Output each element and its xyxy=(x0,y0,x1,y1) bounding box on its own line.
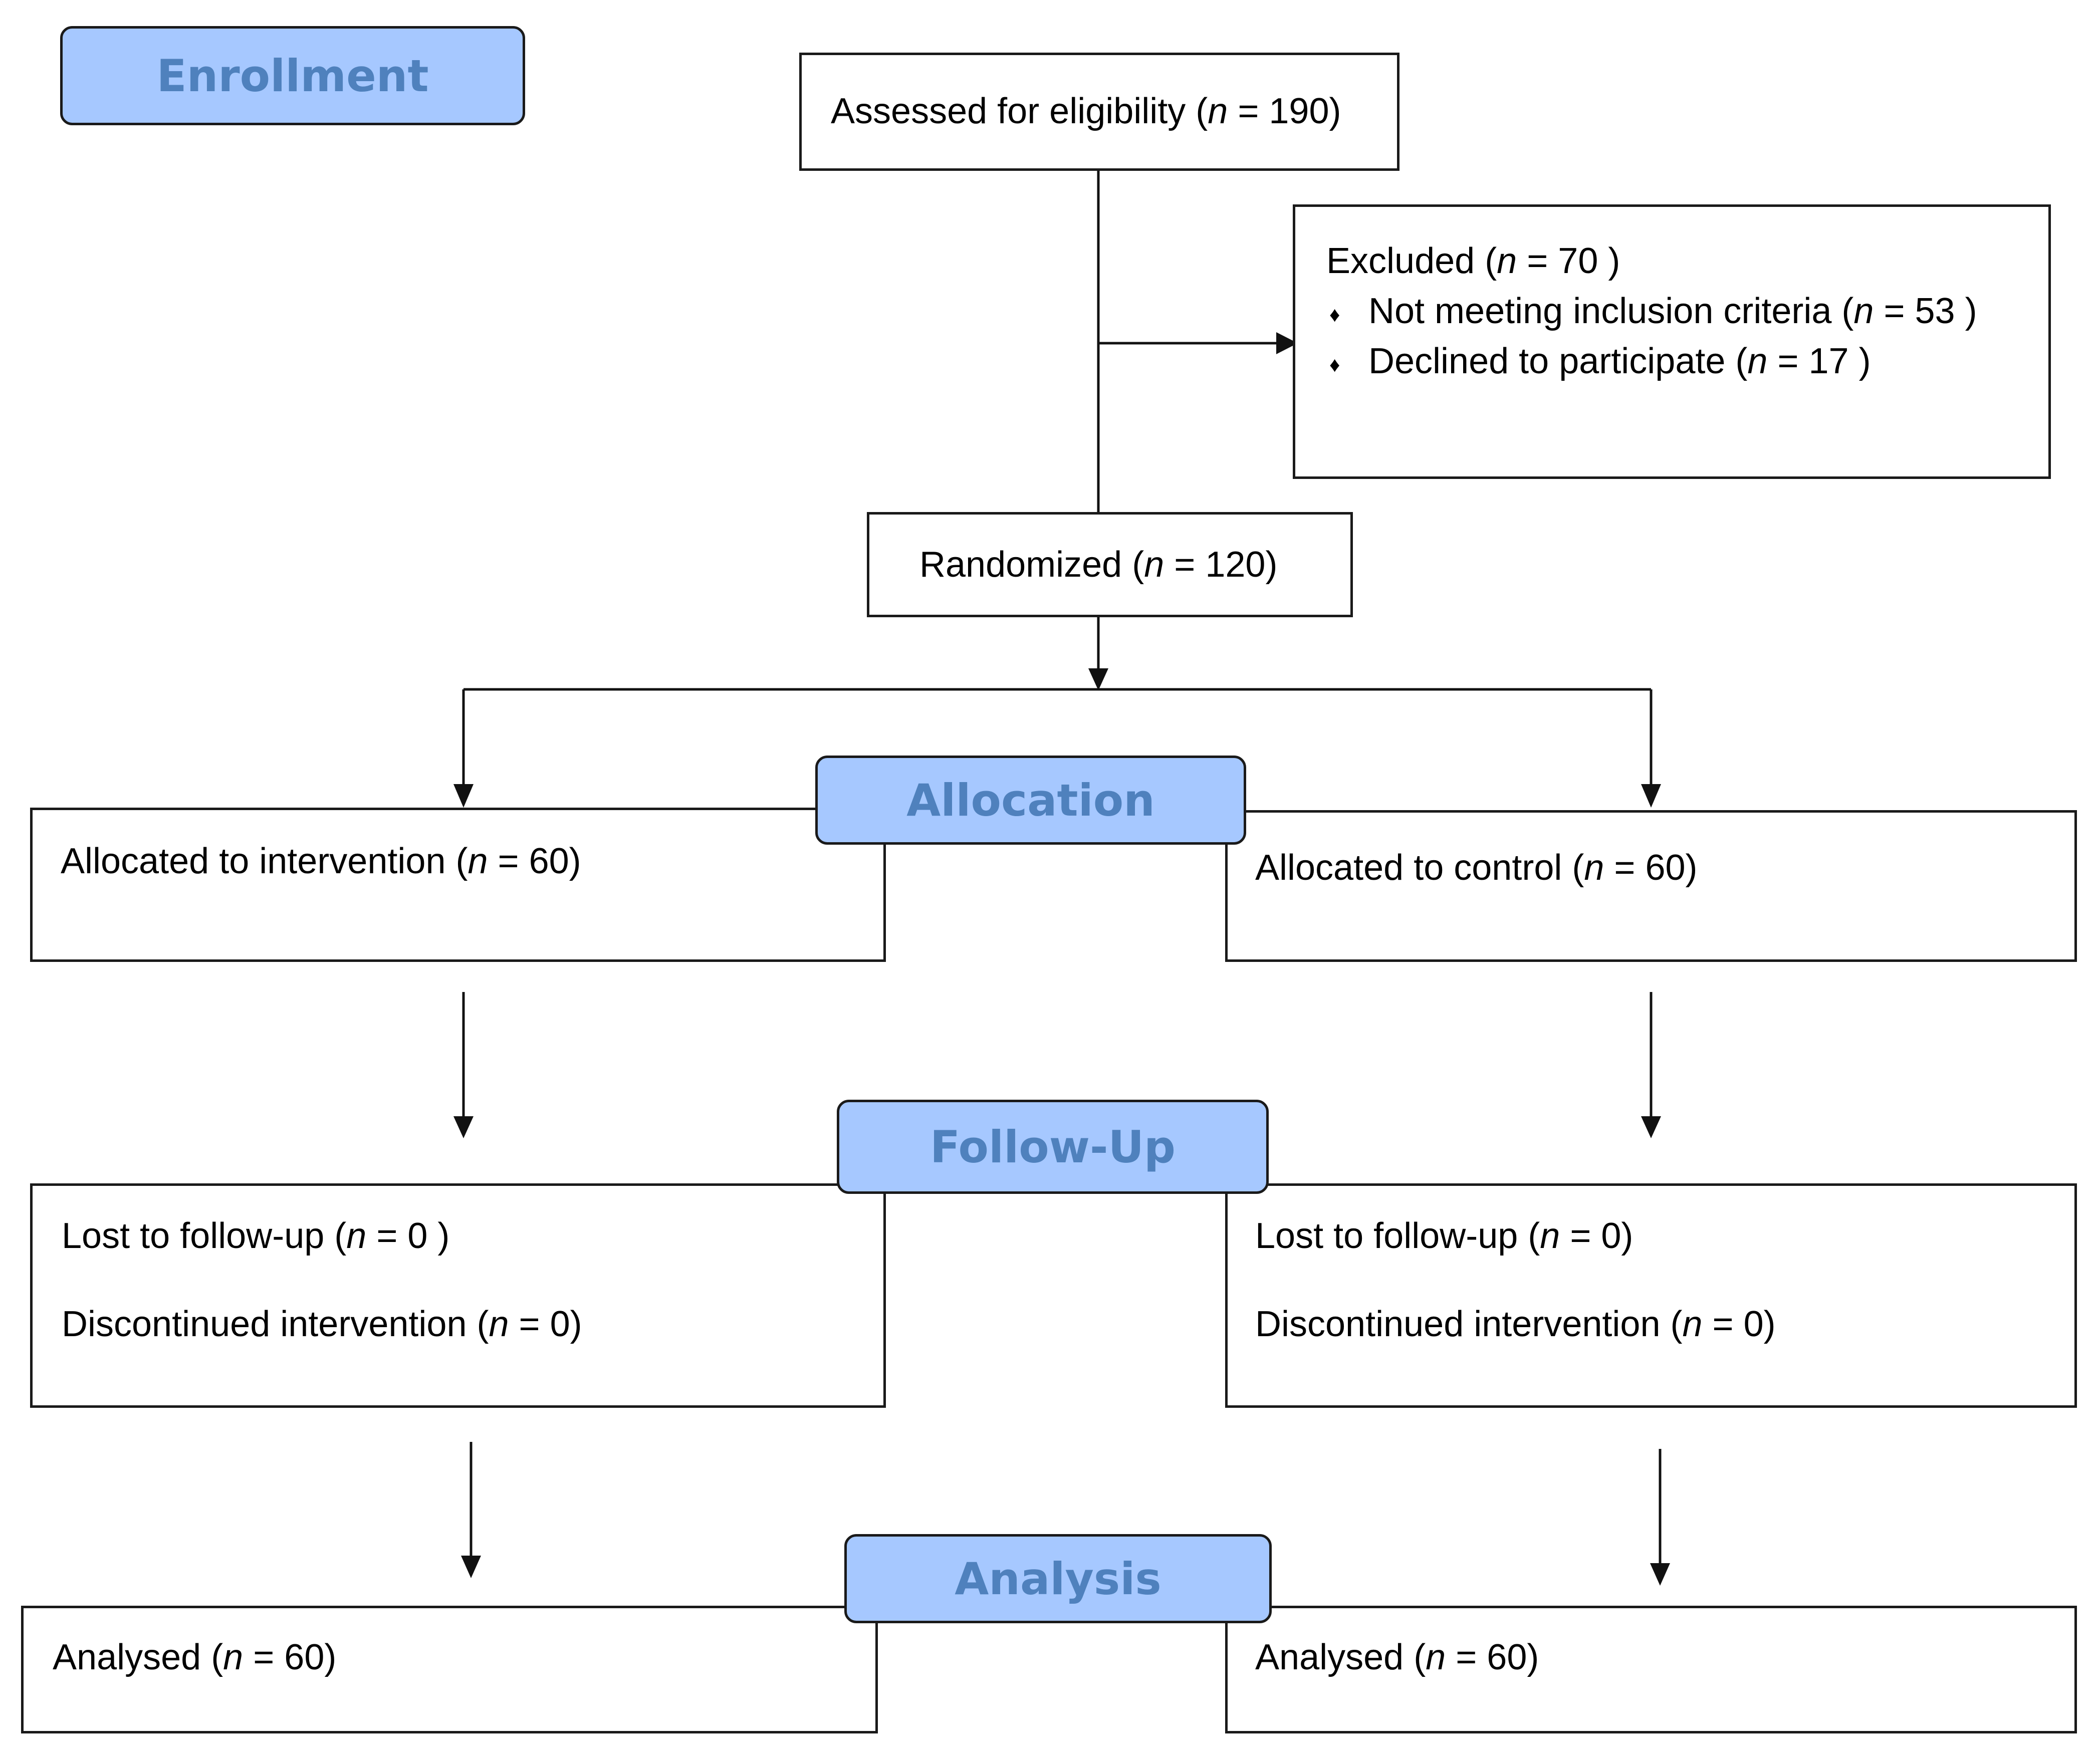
intervention-lost-label: Lost to follow-up ( xyxy=(62,1216,347,1256)
intervention-allocated-text: Allocated to intervention (n = 60) xyxy=(61,843,581,879)
control-allocated-box: Allocated to control (n = 60) xyxy=(1225,810,2077,962)
bullet-icon: ♦ xyxy=(1329,353,1340,376)
intervention-allocated-count: = 60) xyxy=(488,841,581,881)
n-symbol: n xyxy=(1747,341,1768,381)
intervention-lost-text: Lost to follow-up (n = 0 ) xyxy=(62,1218,449,1254)
n-symbol: n xyxy=(1584,848,1604,888)
reason-1-count: = 53 ) xyxy=(1874,291,1977,331)
stage-allocation: Allocation xyxy=(815,756,1246,845)
intervention-allocated-label: Allocated to intervention ( xyxy=(61,841,468,881)
intervention-discontinued-label: Discontinued intervention ( xyxy=(62,1304,489,1344)
n-symbol: n xyxy=(1853,291,1874,331)
intervention-discontinued-text: Discontinued intervention (n = 0) xyxy=(62,1306,582,1342)
intervention-followup-box: Lost to follow-up (n = 0 ) Discontinued … xyxy=(30,1183,886,1408)
control-lost-text: Lost to follow-up (n = 0) xyxy=(1255,1218,1633,1254)
assessed-text: Assessed for eligibility (n = 190) xyxy=(831,93,1341,129)
excluded-reason-2: Declined to participate (n = 17 ) xyxy=(1368,343,1871,379)
arrowhead-split-left xyxy=(453,784,474,808)
reason-2-count: = 17 ) xyxy=(1767,341,1871,381)
stage-allocation-label: Allocation xyxy=(906,774,1155,826)
n-symbol: n xyxy=(223,1637,244,1677)
arrowhead-intervention-followup xyxy=(453,1116,474,1138)
intervention-analysed-text: Analysed (n = 60) xyxy=(53,1639,336,1675)
excluded-title: Excluded (n = 70 ) xyxy=(1326,243,1620,279)
assessed-label: Assessed for eligibility ( xyxy=(831,91,1208,131)
control-lost-label: Lost to follow-up ( xyxy=(1255,1216,1540,1256)
control-analysed-label: Analysed ( xyxy=(1255,1637,1426,1677)
arrowhead-control-followup xyxy=(1641,1116,1661,1138)
n-symbol: n xyxy=(1144,545,1164,585)
stage-analysis: Analysis xyxy=(844,1534,1272,1623)
arrowhead-control-analysis xyxy=(1650,1563,1670,1586)
assessed-box: Assessed for eligibility (n = 190) xyxy=(799,53,1399,171)
intervention-allocated-box: Allocated to intervention (n = 60) xyxy=(30,808,886,962)
n-symbol: n xyxy=(1426,1637,1446,1677)
stage-followup-label: Follow-Up xyxy=(929,1121,1176,1173)
randomized-text: Randomized (n = 120) xyxy=(919,547,1277,583)
n-symbol: n xyxy=(468,841,488,881)
randomized-box: Randomized (n = 120) xyxy=(867,512,1353,617)
control-discontinued-count: = 0) xyxy=(1702,1304,1776,1344)
intervention-analysed-count: = 60) xyxy=(243,1637,337,1677)
n-symbol: n xyxy=(1540,1216,1560,1256)
control-discontinued-label: Discontinued intervention ( xyxy=(1255,1304,1683,1344)
stage-followup: Follow-Up xyxy=(837,1100,1269,1194)
control-followup-box: Lost to follow-up (n = 0) Discontinued i… xyxy=(1225,1183,2077,1408)
reason-1-label: Not meeting inclusion criteria ( xyxy=(1368,291,1854,331)
stage-enrollment: Enrollment xyxy=(60,26,525,125)
reason-2-label: Declined to participate ( xyxy=(1368,341,1748,381)
n-symbol: n xyxy=(1682,1304,1703,1344)
control-allocated-text: Allocated to control (n = 60) xyxy=(1255,850,1698,886)
control-discontinued-text: Discontinued intervention (n = 0) xyxy=(1255,1306,1776,1342)
randomized-label: Randomized ( xyxy=(919,545,1144,585)
bullet-icon: ♦ xyxy=(1329,303,1340,326)
control-allocated-label: Allocated to control ( xyxy=(1255,848,1584,888)
arrowhead-split-right xyxy=(1641,784,1661,808)
excluded-reason-1: Not meeting inclusion criteria (n = 53 ) xyxy=(1368,293,1977,329)
n-symbol: n xyxy=(346,1216,367,1256)
intervention-analysed-label: Analysed ( xyxy=(53,1637,223,1677)
excluded-count: = 70 ) xyxy=(1517,241,1620,281)
n-symbol: n xyxy=(1208,91,1228,131)
excluded-label: Excluded ( xyxy=(1326,241,1497,281)
intervention-analysed-box: Analysed (n = 60) xyxy=(21,1606,878,1733)
control-allocated-count: = 60) xyxy=(1604,848,1698,888)
randomized-count: = 120) xyxy=(1164,545,1278,585)
arrowhead-intervention-analysis xyxy=(461,1556,481,1578)
arrowhead-randomized xyxy=(1088,668,1108,690)
n-symbol: n xyxy=(1497,241,1517,281)
stage-analysis-label: Analysis xyxy=(955,1553,1161,1605)
control-analysed-box: Analysed (n = 60) xyxy=(1225,1606,2077,1733)
control-lost-count: = 0) xyxy=(1560,1216,1634,1256)
intervention-discontinued-count: = 0) xyxy=(509,1304,582,1344)
n-symbol: n xyxy=(489,1304,509,1344)
excluded-box: Excluded (n = 70 ) ♦ Not meeting inclusi… xyxy=(1293,204,2051,479)
assessed-count: = 190) xyxy=(1228,91,1341,131)
arrowhead-exclusion xyxy=(1276,332,1298,354)
control-analysed-count: = 60) xyxy=(1446,1637,1539,1677)
stage-enrollment-label: Enrollment xyxy=(156,50,429,102)
intervention-lost-count: = 0 ) xyxy=(366,1216,450,1256)
control-analysed-text: Analysed (n = 60) xyxy=(1255,1639,1539,1675)
